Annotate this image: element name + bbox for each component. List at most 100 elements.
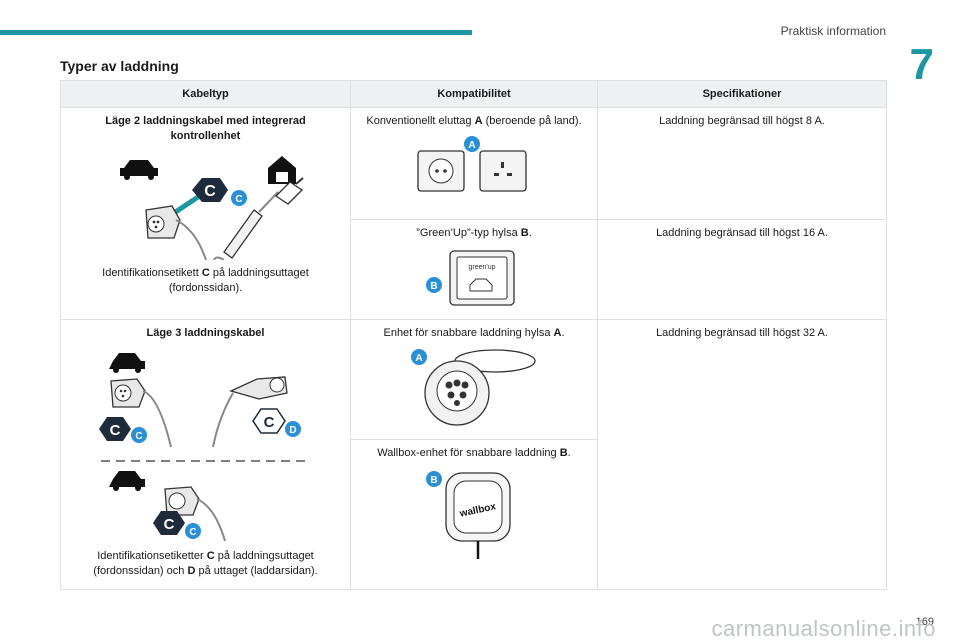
- page-number: 169: [915, 616, 934, 628]
- svg-text:B: B: [430, 281, 437, 292]
- house-icon: [267, 156, 296, 184]
- fast-charge-socket-illustration: A: [411, 349, 536, 426]
- svg-text:C: C: [263, 414, 274, 431]
- wallbox-illustration: B wallbox: [426, 471, 511, 559]
- car-icon: [108, 353, 145, 373]
- car-icon: [108, 471, 145, 491]
- vehicle-connector-icon: [163, 486, 226, 542]
- cable-caption: Identifikationsetikett C på laddningsutt…: [71, 266, 340, 296]
- table-row: Läge 3 laddningskabel C: [60, 319, 887, 590]
- label-c-icon: C: [191, 178, 228, 202]
- column-header: Kabeltyp: [60, 80, 351, 108]
- cable-title: Läge 2 laddningskabel med integrerad kon…: [105, 115, 306, 142]
- cable-title: Läge 3 laddningskabel: [146, 327, 265, 339]
- compat-text-part: Wallbox-enhet för snabbare laddning: [377, 447, 560, 459]
- charging-types-table: Kabeltyp Kompatibilitet Specifikationer …: [60, 80, 887, 590]
- table-row: Läge 2 laddningskabel med integrerad kon…: [60, 107, 887, 320]
- cable-caption: Identifikationsetiketter C på laddningsu…: [71, 549, 340, 579]
- badge-c-icon: C: [184, 523, 201, 539]
- spec-cell-16a: Laddning begränsad till högst 16 A.: [597, 219, 887, 320]
- domestic-sockets-illustration: A: [417, 136, 527, 192]
- column-header: Specifikationer: [597, 80, 887, 108]
- cable-cell-mode2: Läge 2 laddningskabel med integrerad kon…: [60, 107, 351, 320]
- svg-text:C: C: [189, 527, 196, 538]
- compat-cell-fast-a: Enhet för snabbare laddning hylsa A. A: [350, 319, 598, 440]
- caption-label: C: [201, 267, 210, 279]
- compat-label: A: [553, 327, 562, 339]
- greenup-socket-icon: green'up: [449, 250, 515, 306]
- page-title: Typer av laddning: [60, 58, 179, 74]
- svg-text:D: D: [289, 425, 296, 436]
- svg-text:B: B: [430, 475, 437, 486]
- label-c-icon: C: [98, 417, 131, 441]
- badge-b-icon: B: [426, 277, 442, 293]
- domestic-plug-icon: [274, 177, 304, 205]
- compat-text-part: ”Green’Up”-typ hylsa: [416, 227, 521, 239]
- mode3-cable-illustration: C C C: [98, 353, 311, 542]
- caption-text: på laddningsuttaget (fordonssidan) och: [93, 550, 314, 577]
- spec-cell-8a: Laddning begränsad till högst 8 A.: [597, 107, 887, 220]
- compat-cell-greenup-b: ”Green’Up”-typ hylsa B. B green'up: [350, 219, 598, 320]
- badge-d-icon: D: [284, 421, 301, 437]
- compat-label: A: [474, 115, 483, 127]
- svg-text:C: C: [163, 516, 174, 533]
- compat-text-part: .: [528, 227, 532, 239]
- spec-text: Laddning begränsad till högst 8 A.: [659, 115, 825, 127]
- caption-label: D: [187, 565, 196, 577]
- caption-text: Identifikationsetikett: [102, 267, 202, 279]
- chapter-number: 7: [909, 40, 934, 89]
- caption-label: C: [206, 550, 215, 562]
- compat-text-part: Konventionellt eluttag: [366, 115, 475, 127]
- compat-text-part: Enhet för snabbare laddning hylsa: [383, 327, 554, 339]
- eu-socket-icon: [417, 150, 465, 192]
- svg-text:A: A: [468, 140, 475, 151]
- caption-text: Identifikationsetiketter: [97, 550, 207, 562]
- spec-text: Laddning begränsad till högst 32 A.: [656, 327, 828, 339]
- badge-c-icon: C: [130, 427, 147, 443]
- svg-text:C: C: [235, 194, 242, 205]
- compat-cell-outlet-a: Konventionellt eluttag A (beroende på la…: [350, 107, 598, 220]
- table-row: ”Green’Up”-typ hylsa B. B green'up Laddn: [61, 219, 887, 320]
- label-c-outline-icon: C: [251, 408, 286, 434]
- compat-label: B: [520, 227, 529, 239]
- compat-text: Enhet för snabbare laddning hylsa A.: [361, 326, 587, 341]
- header-accent-bar: [0, 30, 472, 35]
- section-header: Praktisk information: [780, 24, 886, 38]
- charger-connector-icon: [211, 376, 288, 448]
- badge-c-icon: C: [230, 190, 247, 206]
- compat-text-part: .: [567, 447, 571, 459]
- compat-text-part: .: [561, 327, 565, 339]
- label-c-icon: C: [152, 511, 185, 535]
- svg-text:C: C: [204, 183, 216, 200]
- greenup-label: green'up: [468, 264, 495, 271]
- greenup-socket-illustration: B green'up: [426, 250, 515, 306]
- control-box-icon: [212, 191, 279, 260]
- compat-label: B: [559, 447, 568, 459]
- watermark: carmanualsonline.info: [711, 616, 936, 641]
- mode2-cable-illustration: C C: [119, 156, 304, 260]
- compat-text: ”Green’Up”-typ hylsa B.: [361, 226, 587, 241]
- compat-text-part: (beroende på land).: [482, 115, 582, 127]
- car-icon: [119, 160, 158, 180]
- compat-cell-wallbox-b: Wallbox-enhet för snabbare laddning B. B…: [350, 439, 598, 590]
- caption-text: på laddningsuttaget (fordonssidan).: [168, 267, 309, 294]
- spec-text: Laddning begränsad till högst 16 A.: [656, 227, 828, 239]
- compat-text: Wallbox-enhet för snabbare laddning B.: [361, 446, 587, 461]
- table-header-row: Kabeltyp Kompatibilitet Specifikationer: [60, 80, 887, 108]
- svg-text:C: C: [109, 422, 120, 439]
- table-row: Wallbox-enhet för snabbare laddning B. B…: [61, 439, 887, 590]
- compat-text: Konventionellt eluttag A (beroende på la…: [361, 114, 587, 129]
- type2-socket-icon: [424, 360, 490, 426]
- caption-text: på uttaget (laddarsidan).: [195, 565, 318, 577]
- svg-text:C: C: [135, 431, 142, 442]
- badge-a-icon: A: [411, 349, 427, 365]
- vehicle-connector-icon: [109, 378, 172, 448]
- spec-cell-32a: Laddning begränsad till högst 32 A.: [597, 319, 887, 590]
- vehicle-connector-icon: [144, 205, 207, 260]
- badge-b-icon: B: [426, 471, 442, 487]
- uk-socket-icon: [479, 150, 527, 192]
- wallbox-unit-icon: wallbox: [445, 472, 511, 559]
- svg-text:A: A: [415, 353, 422, 364]
- column-header: Kompatibilitet: [350, 80, 598, 108]
- badge-a-icon: A: [464, 136, 480, 152]
